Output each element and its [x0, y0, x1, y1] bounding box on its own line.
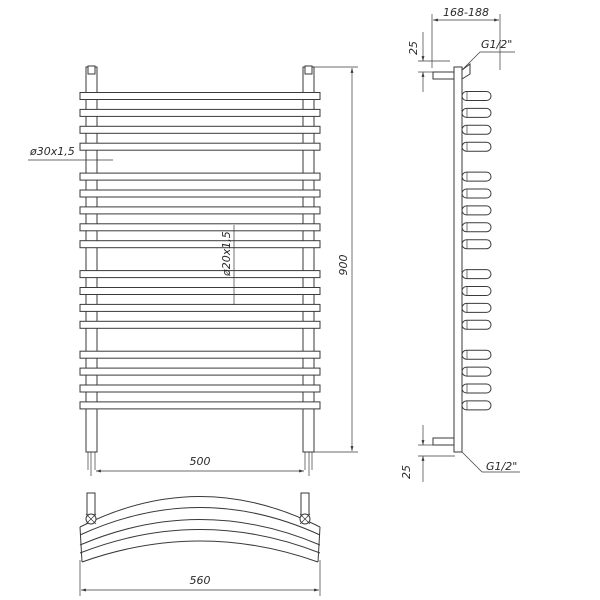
side-rail [461, 91, 492, 101]
side-rail [461, 400, 492, 411]
front-view: 900 500 ø30x1,5 ø20x1,5 [28, 65, 358, 476]
right-top-stub [304, 65, 313, 75]
side-rail [461, 366, 492, 377]
front-rail [79, 108, 321, 117]
plan-arc-inner [81, 540, 319, 563]
side-rail [461, 319, 492, 330]
side-rails [461, 91, 492, 411]
side-rail [461, 349, 492, 360]
front-rail [79, 206, 321, 215]
front-rail [79, 401, 321, 410]
front-rail [79, 92, 321, 100]
right-collector [302, 66, 315, 453]
front-rail [79, 320, 321, 329]
front-rail [79, 270, 321, 279]
side-rail [461, 171, 492, 182]
side-rail [461, 302, 492, 313]
front-rail [79, 142, 321, 151]
side-view: 168-188 25 G1/2" 25 G1/2" [400, 6, 520, 482]
height-label: 900 [337, 255, 350, 276]
side-rail [461, 107, 492, 118]
side-rail [461, 383, 492, 394]
side-rail [461, 222, 492, 233]
side-rail [461, 188, 492, 199]
front-rail [79, 189, 321, 198]
front-rails [79, 92, 321, 410]
front-rail [79, 172, 321, 181]
front-rail [79, 303, 321, 312]
side-rail [461, 239, 492, 250]
width-label: 500 [190, 455, 211, 468]
plan-arc-outer [79, 496, 321, 528]
front-rail [79, 350, 321, 359]
front-rail [79, 287, 321, 295]
side-rail [461, 286, 492, 296]
side-collector [453, 66, 463, 453]
rail-pipe-label: ø20x1,5 [220, 231, 233, 277]
plan-arc-4 [79, 529, 321, 554]
plan-arc-2 [79, 507, 321, 536]
left-plan-connector [86, 492, 96, 516]
front-rail [79, 384, 321, 393]
depth-label: 168-188 [443, 6, 489, 19]
left-top-stub [87, 65, 96, 75]
front-rail [79, 125, 321, 134]
bottom-thread-label: G1/2" [486, 460, 517, 473]
side-rail [461, 269, 492, 280]
front-rail [79, 367, 321, 376]
right-plan-connector [300, 492, 310, 516]
plan-width-label: 560 [190, 574, 211, 587]
collector-pipe-label: ø30x1,5 [29, 145, 75, 158]
left-collector [85, 66, 98, 453]
top-thread-label: G1/2" [481, 38, 512, 51]
front-rail [79, 240, 321, 249]
front-rail [79, 223, 321, 232]
top-view: 560 [79, 492, 321, 596]
side-rail [461, 124, 492, 135]
side-rail [461, 141, 492, 152]
plan-arc-3 [79, 519, 321, 546]
top-offset-label: 25 [407, 41, 420, 55]
side-rail [461, 205, 492, 216]
bottom-offset-label: 25 [400, 465, 413, 479]
